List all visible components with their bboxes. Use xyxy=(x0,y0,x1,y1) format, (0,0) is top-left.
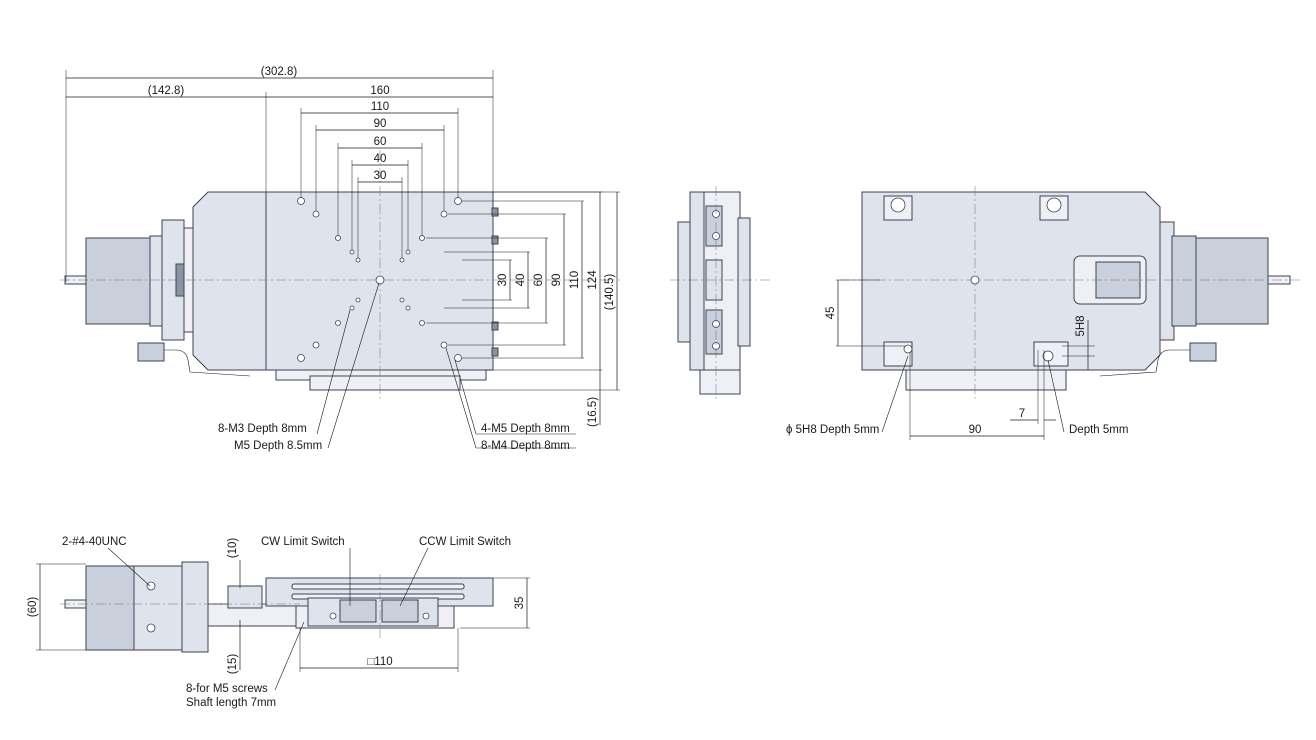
dim-front-sq110: □110 xyxy=(367,656,392,668)
label-unc: 2-#4-40UNC xyxy=(62,536,127,548)
dim-side-45: 45 xyxy=(825,307,837,320)
back-dimensions: 45 5H8 7 90 ϕ 5H8 Depth 5mm Depth 5mm xyxy=(786,279,1128,440)
top-dimensions: (302.8) (142.8) 160 110 90 60 40 30 xyxy=(65,66,494,282)
front-dimensions: (60) (10) (15) 35 □110 2-#4-40UNC CW Lim… xyxy=(27,536,530,709)
dim-90: 90 xyxy=(374,118,387,130)
dim-v40: 40 xyxy=(515,274,527,287)
dim-side-90: 90 xyxy=(969,424,982,436)
dim-110: 110 xyxy=(371,101,389,113)
dim-front-15: (15) xyxy=(227,654,239,675)
dim-60: 60 xyxy=(374,136,387,148)
dim-overall-length: (302.8) xyxy=(261,66,298,78)
dim-v124: 124 xyxy=(587,270,599,290)
front-view xyxy=(60,561,494,653)
dim-motor-offset: (142.8) xyxy=(148,85,185,97)
dim-v90: 90 xyxy=(551,274,563,287)
top-callouts: 8-M3 Depth 8mm M5 Depth 8.5mm 4-M5 Depth… xyxy=(218,282,576,452)
dim-front-35: 35 xyxy=(514,597,526,610)
label-m5-hole: M5 Depth 8.5mm xyxy=(234,440,322,452)
back-view xyxy=(840,186,1300,400)
dim-v110: 110 xyxy=(569,271,581,289)
dim-v16-5: (16.5) xyxy=(587,397,599,427)
label-depth5: Depth 5mm xyxy=(1069,424,1128,436)
label-cw-limit: CW Limit Switch xyxy=(261,536,345,548)
stage-base xyxy=(192,191,269,371)
dim-30: 30 xyxy=(374,170,387,182)
dim-v140-5: (140.5) xyxy=(604,274,616,311)
dim-stage-length: 160 xyxy=(370,85,389,97)
dim-v30: 30 xyxy=(497,274,509,287)
end-view xyxy=(670,186,770,400)
dim-front-10: (10) xyxy=(227,538,239,559)
label-shaft-length: Shaft length 7mm xyxy=(186,697,276,709)
dim-front-60: (60) xyxy=(27,597,39,618)
top-vertical-dimensions: 30 40 60 90 110 124 (140.5) (16.5) xyxy=(426,191,620,427)
dim-side-5h8: 5H8 xyxy=(1075,315,1087,336)
label-m4-8-holes: 8-M4 Depth 8mm xyxy=(481,440,570,452)
label-m5-4-holes: 4-M5 Depth 8mm xyxy=(481,423,570,435)
motor-body xyxy=(85,237,155,325)
label-pin-hole: ϕ 5H8 Depth 5mm xyxy=(786,424,879,436)
dim-v60: 60 xyxy=(533,274,545,287)
top-view xyxy=(60,150,620,400)
dim-40: 40 xyxy=(374,153,387,165)
dim-side-7: 7 xyxy=(1019,408,1025,420)
label-ccw-limit: CCW Limit Switch xyxy=(419,536,511,548)
back-motor-body xyxy=(1195,237,1269,325)
label-screws: 8-for M5 screws xyxy=(186,683,268,695)
label-m3-holes: 8-M3 Depth 8mm xyxy=(218,423,307,435)
